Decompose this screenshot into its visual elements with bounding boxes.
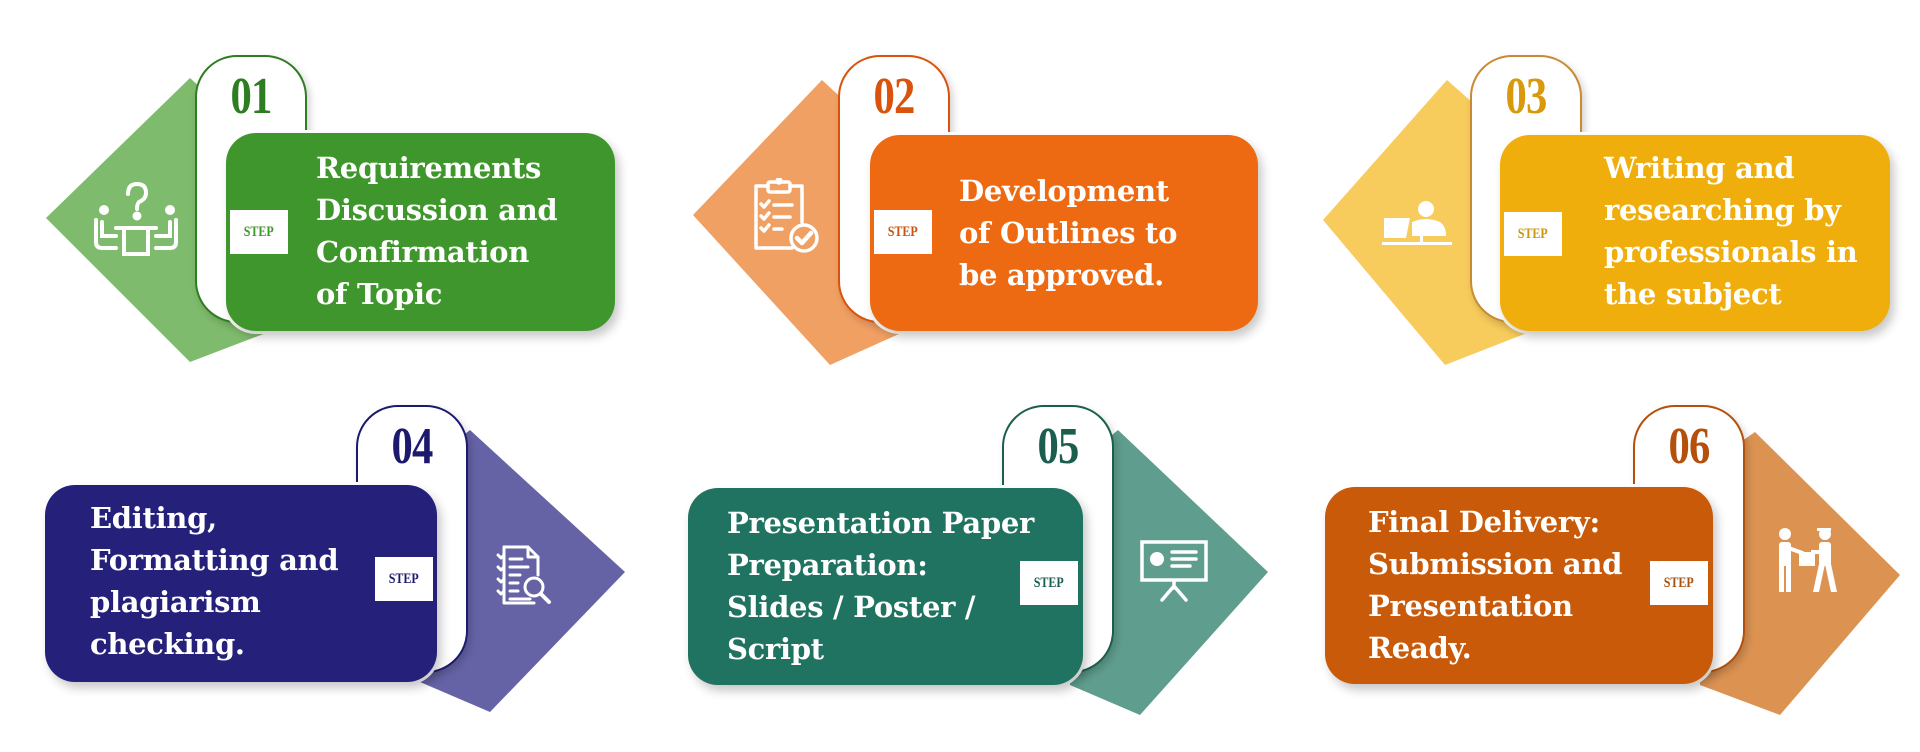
meeting-discussion-icon [90, 180, 182, 260]
step-description: Final Delivery: Submission and Presentat… [1368, 505, 1623, 665]
step-description: Editing, Formatting and plagiarism check… [90, 501, 339, 661]
step-number: 01 [230, 68, 273, 125]
document-search-icon [496, 545, 554, 607]
arrow-diamond-right [420, 430, 625, 712]
step-number: 06 [1668, 418, 1711, 475]
step-card: STEP Development of Outlines to be appro… [870, 135, 1258, 331]
step-label-box: STEP [230, 210, 288, 254]
step-card: STEP Final Delivery: Submission and Pres… [1325, 487, 1713, 684]
step-number: 05 [1037, 418, 1080, 475]
step-card: STEP Editing, Formatting and plagiarism … [45, 485, 437, 682]
step-card: STEP Requirements Discussion and Confirm… [226, 133, 615, 331]
step-description: Writing and researching by professionals… [1604, 151, 1858, 311]
step-description: Presentation Paper Preparation: Slides /… [727, 506, 1034, 666]
step-label-box: STEP [1020, 561, 1078, 605]
step-number: 02 [873, 68, 916, 125]
step-01: 01 STEP Requirements Discussion and Conf… [0, 0, 640, 380]
step-description: Requirements Discussion and Confirmation… [316, 151, 558, 311]
package-handover-icon [1775, 528, 1841, 594]
step-label-box: STEP [1504, 212, 1562, 256]
step-label-box: STEP [874, 210, 932, 254]
step-description: Development of Outlines to be approved. [959, 174, 1178, 292]
presentation-board-icon [1140, 540, 1208, 602]
person-laptop-icon [1382, 200, 1454, 250]
step-number: 04 [391, 418, 434, 475]
arrow-diamond-right [1070, 430, 1268, 715]
step-03: 03 STEP Writing and researching by profe… [1323, 55, 1890, 365]
step-label-box: STEP [375, 557, 433, 601]
step-05: 05 STEP Presentation Paper Preparation: … [688, 405, 1268, 715]
step-label-box: STEP [1650, 561, 1708, 605]
step-number: 03 [1505, 68, 1548, 125]
step-04: 04 STEP Editing, Formatting and plagiari… [0, 0, 640, 752]
step-card: STEP Writing and researching by professi… [1500, 135, 1890, 331]
step-02: 02 STEP Development of Outlines to be ap… [0, 0, 1280, 380]
clipboard-checklist-icon [750, 178, 822, 256]
step-card: STEP Presentation Paper Preparation: Sli… [688, 488, 1083, 685]
